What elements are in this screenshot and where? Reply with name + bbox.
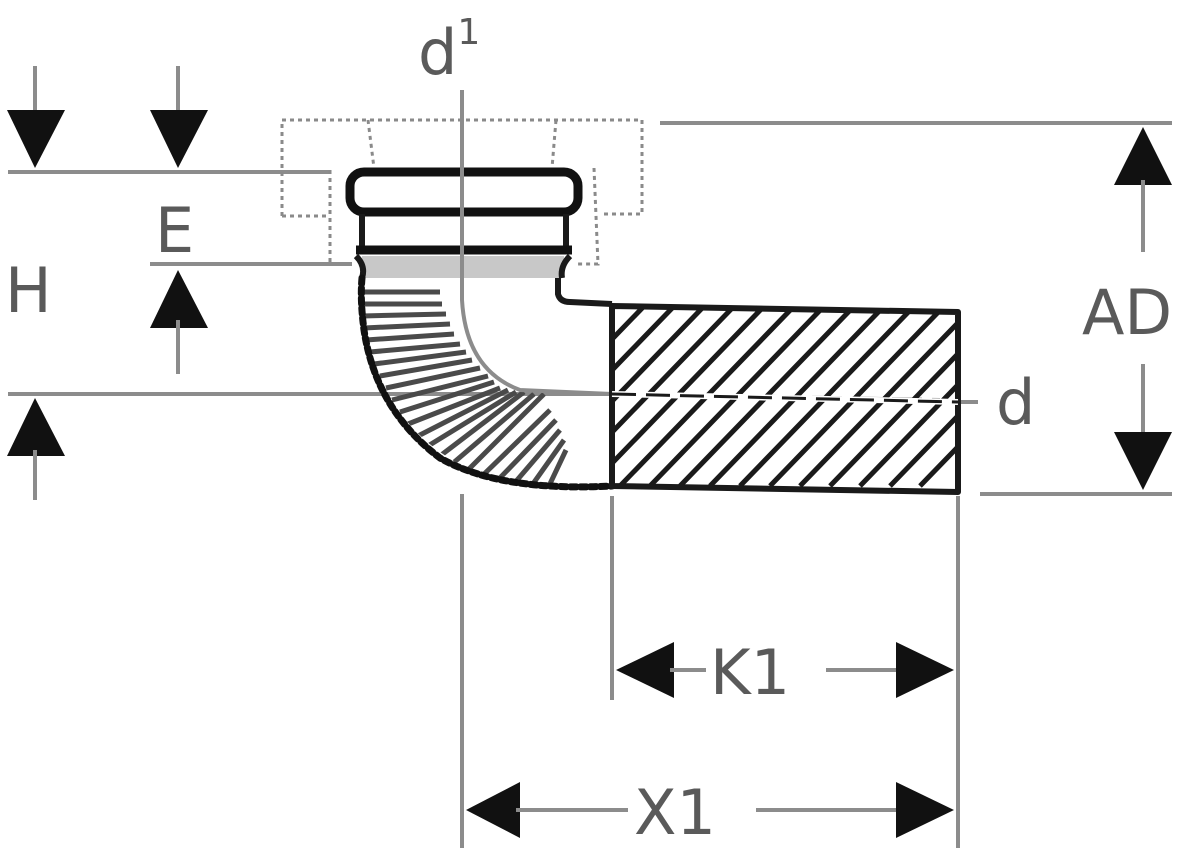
hatched-pipe-section	[609, 303, 961, 495]
arrow-up-icon	[7, 398, 65, 456]
dimension-X1	[466, 782, 954, 838]
label-H: H	[5, 254, 52, 327]
label-d: d	[996, 366, 1035, 439]
label-K1: K1	[710, 636, 790, 709]
socket	[345, 167, 613, 307]
arrow-down-icon	[1114, 432, 1172, 490]
arrow-right-icon	[896, 782, 954, 838]
arrow-down-icon	[150, 110, 208, 168]
arrow-down-icon	[7, 110, 65, 168]
arrow-left-icon	[466, 782, 520, 838]
extension-lines	[8, 121, 1172, 848]
dimension-E-H	[7, 66, 208, 500]
label-AD: AD	[1082, 276, 1172, 349]
label-E: E	[155, 194, 194, 267]
arrow-up-icon	[1114, 127, 1172, 185]
label-d1: d1	[418, 12, 480, 89]
arrow-left-icon	[616, 642, 674, 698]
arrow-up-icon	[150, 270, 208, 328]
labels: d1 E H AD d K1 X1	[5, 12, 1172, 848]
dimension-AD	[1114, 127, 1172, 490]
dimension-K1	[616, 642, 954, 698]
phantom-frame	[280, 118, 644, 266]
arrow-right-icon	[896, 642, 954, 698]
label-X1: X1	[634, 776, 716, 848]
